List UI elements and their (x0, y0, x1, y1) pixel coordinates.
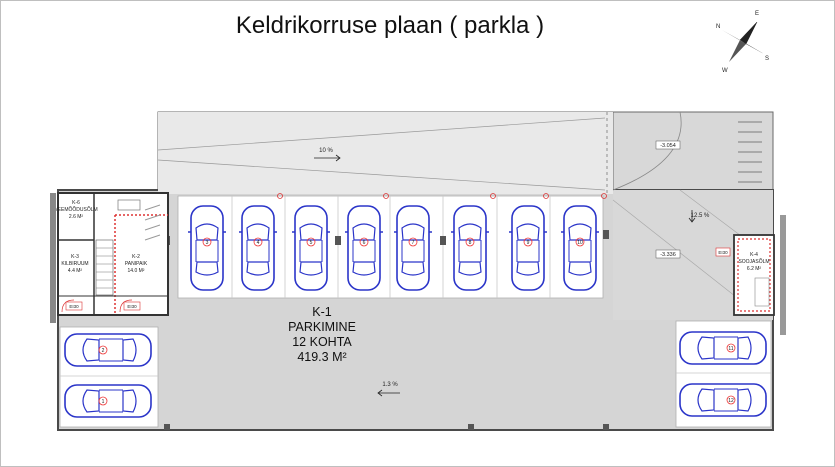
svg-text:K-4: K-4 (750, 252, 758, 258)
svg-text:4.4 M²: 4.4 M² (68, 268, 83, 274)
door-label: EI30 (718, 250, 728, 255)
svg-text:7: 7 (412, 240, 415, 246)
room-name: PARKIMINE (288, 320, 356, 334)
parking-spot-12: 12 (679, 383, 767, 417)
svg-text:VEEMÕÕDUSÕLM: VEEMÕÕDUSÕLM (54, 206, 97, 213)
svg-text:6: 6 (363, 240, 366, 246)
svg-text:K-6: K-6 (72, 200, 80, 206)
page-title: Keldrikorruse plaan ( parkla ) (235, 12, 545, 39)
svg-text:1: 1 (102, 399, 105, 405)
slope-arrow (314, 154, 341, 162)
technical-rooms (57, 192, 169, 316)
level-mark: -3.336 (660, 252, 676, 258)
parking-spot-11: 11 (679, 331, 767, 365)
svg-text:5: 5 (310, 240, 313, 246)
svg-text:K-2: K-2 (132, 254, 140, 260)
svg-text:6.2 M²: 6.2 M² (747, 266, 762, 272)
svg-text:SOOJASÕLM: SOOJASÕLM (738, 258, 769, 265)
svg-text:N: N (716, 24, 720, 30)
parking-spot-6: 6 (344, 205, 384, 291)
slope-label: 1.3 % (382, 382, 398, 388)
parking-spot-4: 4 (238, 205, 278, 291)
slope-arrow (688, 210, 696, 223)
parking-spot-10: 10 (560, 205, 600, 291)
svg-text:PANIPAIK: PANIPAIK (125, 261, 148, 267)
bicycle-rack (738, 121, 762, 183)
svg-text:11: 11 (728, 346, 733, 352)
svg-text:2.6 M²: 2.6 M² (69, 214, 84, 220)
parking-spot-9: 9 (508, 205, 548, 291)
parking-spot-3: 3 (187, 205, 227, 291)
slope-label: 10 % (319, 148, 333, 154)
heating-room (733, 215, 786, 335)
door-label: EI30 (127, 304, 137, 309)
parking-spot-5: 5 (291, 205, 331, 291)
svg-text:S: S (765, 56, 769, 62)
svg-text:9: 9 (527, 240, 530, 246)
svg-text:K-3: K-3 (71, 254, 79, 260)
parking-spot-2: 2 (64, 333, 152, 367)
room-area: 419.3 M² (297, 350, 346, 364)
parking-spot-7: 7 (393, 205, 433, 291)
svg-text:E: E (755, 11, 759, 17)
svg-text:2: 2 (102, 348, 105, 354)
svg-text:3: 3 (206, 240, 209, 246)
svg-text:8: 8 (469, 240, 472, 246)
parking-spot-1: 1 (64, 384, 152, 418)
compass-icon: N E S W (716, 11, 769, 74)
parking-spot-8: 8 (450, 205, 490, 291)
level-mark: -3.054 (660, 143, 676, 149)
svg-text:10: 10 (577, 240, 583, 246)
svg-text:KILBIRUUM: KILBIRUUM (61, 261, 88, 267)
svg-text:12: 12 (728, 398, 734, 404)
svg-text:4: 4 (257, 240, 260, 246)
slope-arrow (377, 389, 400, 397)
slope-label: 12.5 % (691, 213, 710, 219)
room-capacity: 12 KOHTA (292, 335, 352, 349)
svg-text:14.0 M²: 14.0 M² (128, 268, 145, 274)
room-code: K-1 (312, 305, 332, 319)
door-label: EI30 (69, 304, 79, 309)
svg-text:W: W (722, 68, 728, 74)
